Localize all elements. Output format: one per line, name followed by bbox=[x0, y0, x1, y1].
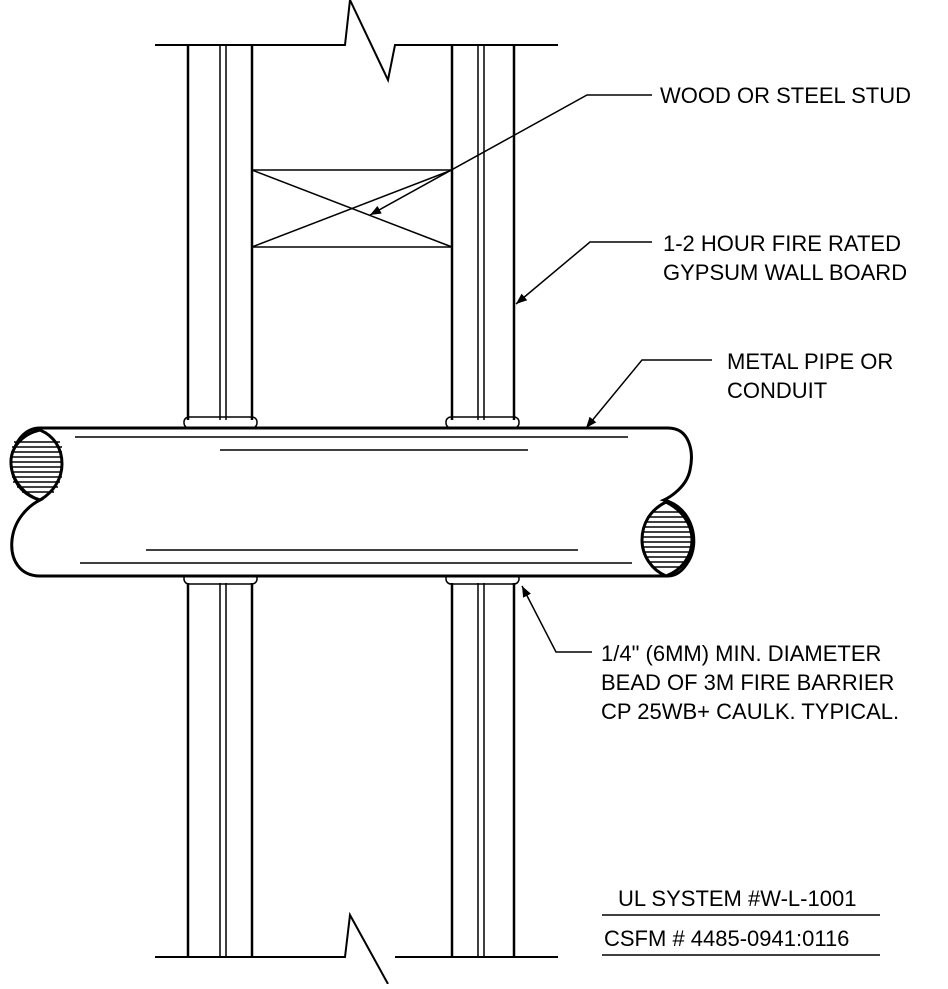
pipe-left-end-section bbox=[9, 428, 64, 502]
left-gypsum-board-lower bbox=[186, 583, 254, 957]
leader-pipe bbox=[585, 359, 712, 429]
label-caulk-line3: CP 25WB+ CAULK. TYPICAL. bbox=[601, 699, 899, 724]
label-pipe-line2: CONDUIT bbox=[727, 378, 827, 403]
top-break-line bbox=[155, 0, 558, 84]
caulk-bead-top-right bbox=[445, 416, 520, 429]
label-caulk-line1: 1/4" (6MM) MIN. DIAMETER bbox=[601, 641, 881, 666]
label-caulk-line2: BEAD OF 3M FIRE BARRIER bbox=[601, 670, 894, 695]
label-gypsum-line1: 1-2 HOUR FIRE RATED bbox=[663, 231, 901, 256]
leader-caulk bbox=[521, 585, 592, 653]
bottom-break-line bbox=[155, 911, 558, 985]
pipe-right-end-section bbox=[640, 500, 694, 578]
ul-system-number: UL SYSTEM #W-L-1001 bbox=[618, 886, 856, 911]
leader-stud bbox=[369, 94, 652, 216]
label-stud: WOOD OR STEEL STUD bbox=[660, 83, 911, 108]
label-gypsum-line2: GYPSUM WALL BOARD bbox=[663, 260, 907, 285]
leader-gypsum bbox=[515, 241, 652, 305]
right-gypsum-board-lower bbox=[450, 583, 516, 957]
pipe-shading-lines bbox=[75, 436, 632, 564]
left-gypsum-board-upper bbox=[186, 45, 254, 420]
right-gypsum-board-upper bbox=[450, 45, 516, 420]
csfm-number: CSFM # 4485-0941:0116 bbox=[604, 926, 849, 951]
metal-pipe bbox=[9, 426, 696, 578]
stud-section bbox=[251, 169, 453, 248]
label-pipe-line1: METAL PIPE OR bbox=[727, 349, 893, 374]
